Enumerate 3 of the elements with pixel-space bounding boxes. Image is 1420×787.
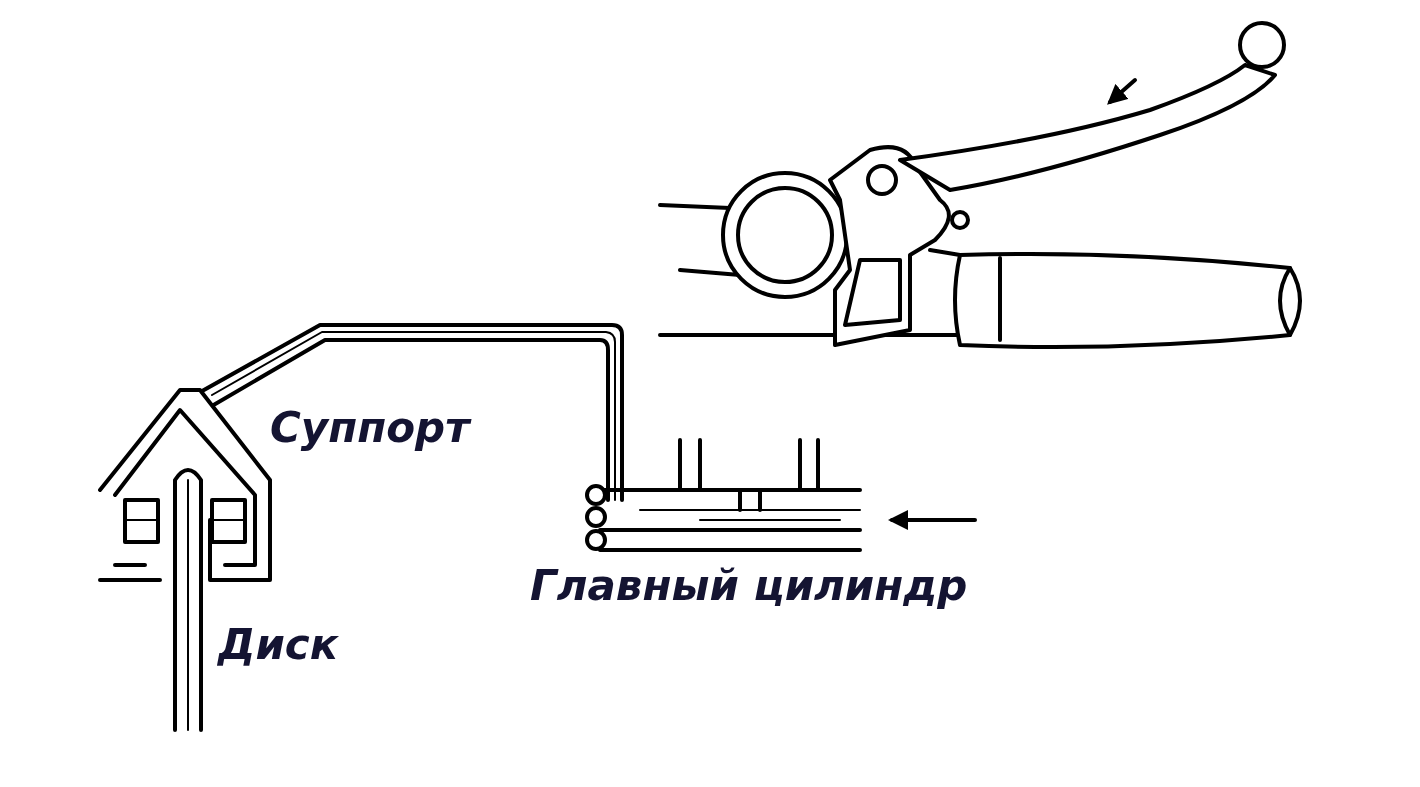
part-label: Главный цилиндр — [530, 563, 968, 610]
part-label: Диск — [218, 622, 339, 669]
part-label: Суппорт — [270, 405, 470, 452]
